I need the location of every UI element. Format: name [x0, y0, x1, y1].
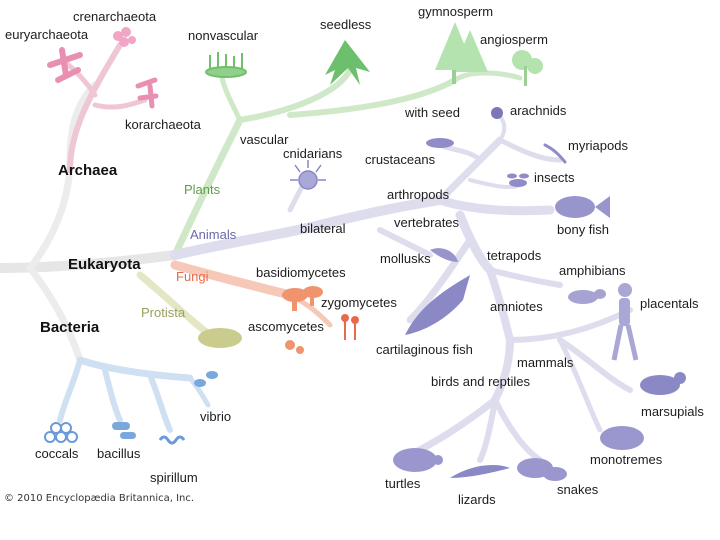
bacillus-icon	[112, 422, 136, 439]
cnidarian-icon	[290, 160, 326, 190]
marsupial-icon	[640, 372, 686, 395]
arachnid-icon	[491, 107, 503, 119]
label-spirillum: spirillum	[150, 470, 198, 485]
bacteria-branches	[57, 356, 211, 433]
label-zygomycetes: zygomycetes	[321, 295, 397, 310]
crenarchaeota-icon	[113, 27, 136, 47]
label-arthropods: arthropods	[387, 187, 450, 202]
cartilaginous-fish-icon	[405, 275, 470, 335]
label-marsupials: marsupials	[641, 404, 704, 419]
myriapod-icon	[543, 143, 567, 164]
label-mammals: mammals	[517, 355, 574, 370]
label-korarchaeota: korarchaeota	[125, 117, 201, 132]
label-seedless: seedless	[320, 17, 372, 32]
turtle-icon	[393, 448, 443, 472]
label-myriapods: myriapods	[568, 138, 628, 153]
label-animals: Animals	[190, 227, 237, 242]
basidiomycete-icon	[282, 286, 323, 311]
amphibian-icon	[568, 289, 606, 304]
label-with-seed: with seed	[405, 105, 460, 120]
label-basidiomycetes: basidiomycetes	[256, 265, 346, 280]
placental-icon	[611, 283, 639, 361]
label-insects: insects	[534, 170, 575, 185]
label-vascular: vascular	[240, 132, 289, 147]
label-amniotes: amniotes	[490, 299, 543, 314]
label-plants: Plants	[184, 182, 221, 197]
gymnosperm-icon	[435, 22, 488, 84]
label-turtles: turtles	[385, 476, 421, 491]
label-snakes: snakes	[557, 482, 599, 497]
archaea-branches	[62, 42, 148, 173]
label-ascomycetes: ascomycetes	[248, 319, 324, 334]
label-angiosperm: angiosperm	[480, 32, 548, 47]
label-placentals: placentals	[640, 296, 699, 311]
vibrio-icon	[194, 371, 218, 387]
label-lizards: lizards	[458, 492, 496, 507]
mollusk-icon	[430, 248, 458, 262]
label-eukaryota: Eukaryota	[68, 256, 141, 273]
nonvascular-icon	[205, 52, 247, 78]
label-bacillus: bacillus	[97, 446, 141, 461]
coccal-icon	[44, 422, 78, 443]
lizard-icon	[450, 465, 510, 478]
label-fungi: Fungi	[176, 269, 209, 284]
ascomycete-icon	[285, 340, 304, 354]
label-protista: Protista	[141, 305, 186, 320]
label-bacteria: Bacteria	[40, 319, 100, 336]
monotreme-icon	[600, 426, 644, 450]
label-cartilaginous-fish: cartilaginous fish	[376, 342, 473, 357]
label-bilateral: bilateral	[300, 221, 346, 236]
label-archaea: Archaea	[58, 162, 118, 179]
snake-icon	[517, 458, 567, 481]
insect-icon	[507, 173, 529, 187]
label-arachnids: arachnids	[510, 103, 567, 118]
label-coccals: coccals	[35, 446, 79, 461]
plant-branches	[171, 67, 523, 259]
label-monotremes: monotremes	[590, 452, 663, 467]
label-crustaceans: crustaceans	[365, 152, 436, 167]
label-nonvascular: nonvascular	[188, 28, 259, 43]
label-amphibians: amphibians	[559, 263, 626, 278]
crustacean-icon	[426, 138, 454, 148]
label-crenarchaeota: crenarchaeota	[73, 9, 157, 24]
label-vibrio: vibrio	[200, 409, 232, 424]
angiosperm-icon	[512, 50, 543, 86]
spirillum-icon	[158, 435, 186, 445]
bony-fish-icon	[555, 196, 610, 218]
korarchaeota-icon	[135, 77, 159, 109]
zygomycete-icon	[341, 314, 359, 340]
label-tetrapods: tetrapods	[487, 248, 542, 263]
copyright-notice: © 2010 Encyclopædia Britannica, Inc.	[4, 493, 195, 504]
animal-branches	[170, 110, 633, 463]
protista-branches	[136, 271, 214, 339]
label-bony-fish: bony fish	[557, 222, 610, 237]
protist-icon	[198, 328, 242, 348]
label-gymnosperm: gymnosperm	[418, 4, 494, 19]
label-birds-and-reptiles: birds and reptiles	[431, 374, 530, 389]
label-euryarchaeota: euryarchaeota	[5, 27, 89, 42]
label-vertebrates: vertebrates	[394, 215, 460, 230]
seedless-icon	[325, 40, 370, 85]
label-mollusks: mollusks	[380, 251, 431, 266]
euryarchaeota-icon	[47, 47, 83, 83]
label-cnidarians: cnidarians	[283, 146, 343, 161]
